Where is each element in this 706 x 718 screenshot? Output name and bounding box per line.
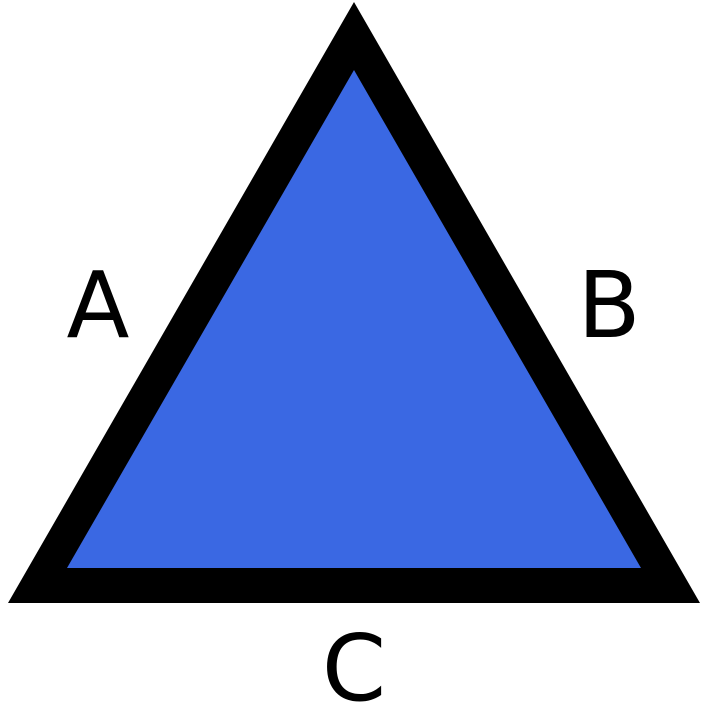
side-label-a: A bbox=[67, 252, 130, 359]
side-label-c: C bbox=[322, 615, 386, 718]
side-label-b: B bbox=[577, 252, 640, 359]
triangle-fill bbox=[67, 70, 641, 568]
